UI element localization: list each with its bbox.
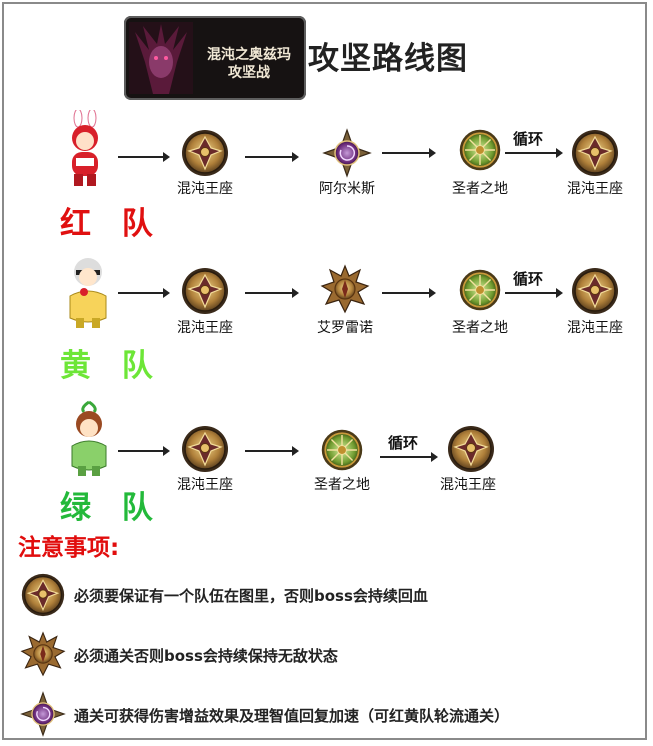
yellow-stop-4: 混沌王座 bbox=[567, 320, 623, 336]
page-title: 攻坚路线图 bbox=[308, 41, 468, 77]
green-arrow-1 bbox=[118, 446, 170, 456]
red-arrow-2 bbox=[245, 152, 299, 162]
sacred-land-icon bbox=[458, 128, 502, 172]
event-banner: 混沌之奥兹玛 攻坚战 bbox=[124, 16, 306, 100]
chaos-throne-icon bbox=[180, 266, 230, 316]
yellow-stop-3: 圣者之地 bbox=[452, 320, 508, 336]
green-arrow-cycle bbox=[380, 452, 438, 462]
yellow-team-mascot-icon bbox=[62, 252, 114, 332]
green-team-label: 绿 队 bbox=[60, 490, 163, 526]
chaos-throne-icon bbox=[446, 424, 496, 474]
red-arrow-1 bbox=[118, 152, 170, 162]
red-arrow-3 bbox=[382, 148, 436, 158]
yellow-stop-2: 艾罗雷诺 bbox=[317, 320, 373, 336]
chaos-throne-icon bbox=[180, 128, 230, 178]
red-stop-2: 阿尔米斯 bbox=[319, 181, 375, 197]
green-stop-3: 混沌王座 bbox=[440, 477, 496, 493]
green-team-mascot-icon bbox=[64, 400, 114, 480]
ereno-emblem-icon bbox=[320, 264, 370, 314]
green-stop-1: 混沌王座 bbox=[177, 477, 233, 493]
note-item-1: 必须要保证有一个队伍在图里，否则boss会持续回血 bbox=[74, 587, 428, 605]
green-arrow-2 bbox=[245, 446, 299, 456]
page-frame bbox=[2, 2, 647, 740]
red-team-mascot-icon bbox=[58, 110, 114, 192]
yellow-arrow-cycle bbox=[505, 288, 563, 298]
yellow-stop-1: 混沌王座 bbox=[177, 320, 233, 336]
red-stop-4: 混沌王座 bbox=[567, 181, 623, 197]
ozma-portrait-icon bbox=[129, 22, 193, 94]
chaos-throne-icon bbox=[570, 266, 620, 316]
banner-text: 混沌之奥兹玛 攻坚战 bbox=[194, 46, 304, 82]
chaos-throne-icon bbox=[570, 128, 620, 178]
green-stop-2: 圣者之地 bbox=[314, 477, 370, 493]
banner-line1: 混沌之奥兹玛 bbox=[207, 47, 291, 63]
armis-emblem-icon bbox=[20, 691, 66, 737]
chaos-throne-icon bbox=[180, 424, 230, 474]
ereno-emblem-icon bbox=[20, 631, 66, 677]
sacred-land-icon bbox=[320, 428, 364, 472]
yellow-arrow-3 bbox=[382, 288, 436, 298]
red-arrow-cycle bbox=[505, 148, 563, 158]
yellow-team-label: 黄 队 bbox=[60, 348, 163, 384]
sacred-land-icon bbox=[458, 268, 502, 312]
note-item-3: 通关可获得伤害增益效果及理智值回复加速（可红黄队轮流通关） bbox=[74, 707, 510, 725]
chaos-throne-icon bbox=[20, 572, 66, 618]
yellow-cycle-label: 循环 bbox=[513, 270, 544, 288]
red-stop-1: 混沌王座 bbox=[177, 181, 233, 197]
notes-title: 注意事项: bbox=[18, 535, 120, 561]
note-item-2: 必须通关否则boss会持续保持无敌状态 bbox=[74, 647, 338, 665]
banner-line2: 攻坚战 bbox=[228, 65, 270, 81]
green-cycle-label: 循环 bbox=[388, 434, 419, 452]
yellow-arrow-1 bbox=[118, 288, 170, 298]
yellow-arrow-2 bbox=[245, 288, 299, 298]
red-team-label: 红 队 bbox=[60, 206, 163, 242]
red-stop-3: 圣者之地 bbox=[452, 181, 508, 197]
red-cycle-label: 循环 bbox=[513, 130, 544, 148]
armis-emblem-icon bbox=[322, 128, 372, 178]
